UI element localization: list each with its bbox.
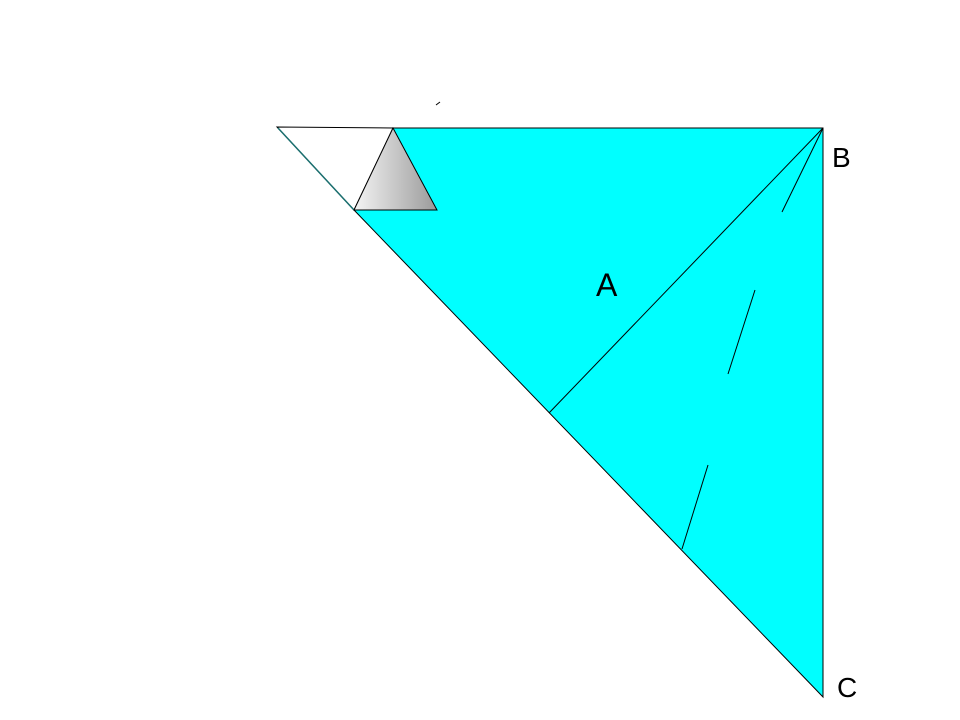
shaded-triangle [353, 126, 438, 211]
large-triangle [353, 127, 824, 699]
flap-edge-accent [277, 127, 355, 211]
label-a: A [596, 267, 618, 303]
dash-segment-1 [781, 127, 824, 213]
dash-segment-3 [681, 464, 709, 550]
tick-mark [435, 101, 441, 106]
diagonal-segment [548, 127, 824, 414]
label-b: B [832, 142, 851, 173]
dash-segment-2 [727, 289, 756, 375]
label-c: C [837, 672, 857, 703]
